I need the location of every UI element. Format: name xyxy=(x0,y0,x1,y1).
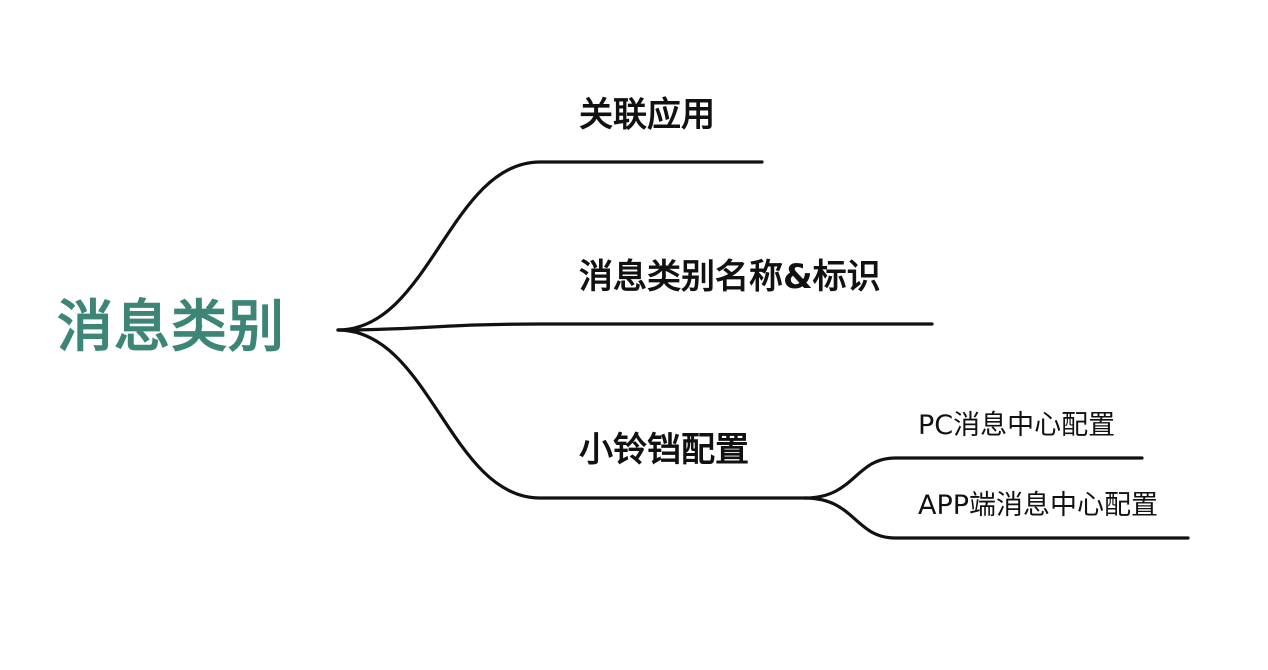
connector-bell-to-app-config xyxy=(803,496,1190,540)
branch-bell-config: 小铃铛配置 xyxy=(579,430,749,470)
connector-root-to-related-apps xyxy=(336,160,764,332)
root-node-message-category: 消息类别 xyxy=(57,295,285,360)
branch-related-apps: 关联应用 xyxy=(579,95,715,135)
leaf-pc-message-center-config: PC消息中心配置 xyxy=(918,410,1116,441)
connector-root-to-category-name xyxy=(336,322,934,332)
leaf-app-message-center-config: APP端消息中心配置 xyxy=(918,490,1159,521)
branch-category-name-and-identifier: 消息类别名称&标识 xyxy=(579,257,881,297)
connector-root-to-bell-config xyxy=(336,328,807,500)
connector-bell-to-pc-config xyxy=(803,456,1144,500)
